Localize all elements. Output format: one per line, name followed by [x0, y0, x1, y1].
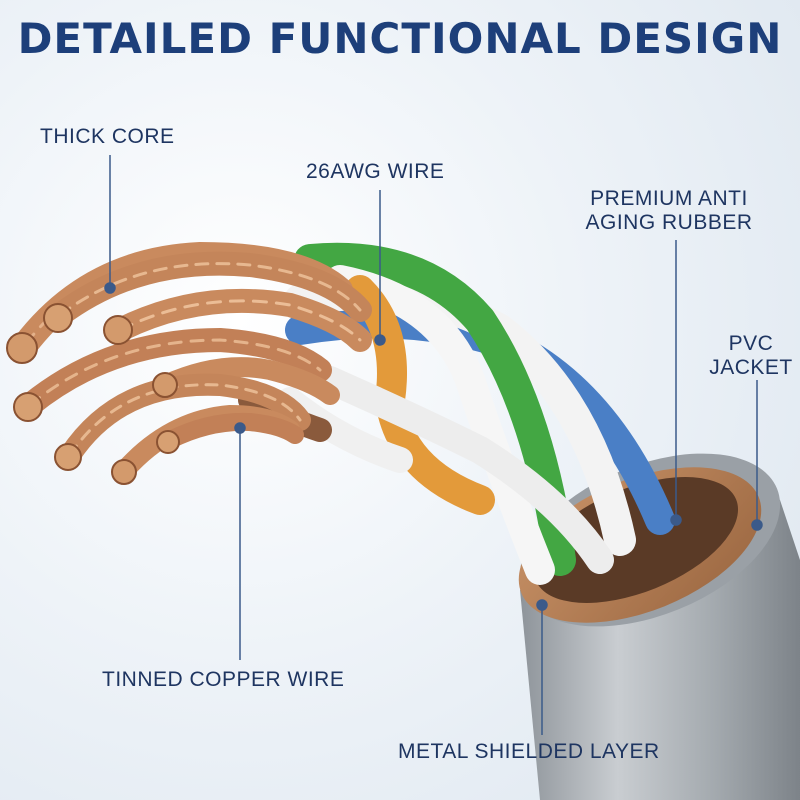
rubber-label-line2: AGING RUBBER [585, 211, 753, 234]
rubber-label: PREMIUM ANTI AGING RUBBER [578, 187, 760, 235]
pvc-label-line1: PVC [728, 332, 774, 355]
white-wire-b [325, 265, 555, 585]
rubber-label-line1: PREMIUM ANTI [590, 187, 748, 210]
pvc-label-line2: JACKET [709, 356, 793, 379]
strand-ends [6, 303, 180, 485]
tinned-copper-label: TINNED COPPER WIRE [102, 668, 345, 691]
white-wire-c [316, 366, 614, 574]
page-title: DETAILED FUNCTIONAL DESIGN [17, 14, 783, 63]
awg-wire-label: 26AWG WIRE [306, 160, 445, 183]
pvc-label: PVC JACKET [705, 332, 797, 380]
metal-shield-label: METAL SHIELDED LAYER [398, 740, 660, 763]
copper-strands [12, 241, 372, 480]
leader-lines [104, 155, 763, 735]
thick-core-label: THICK CORE [40, 125, 175, 148]
